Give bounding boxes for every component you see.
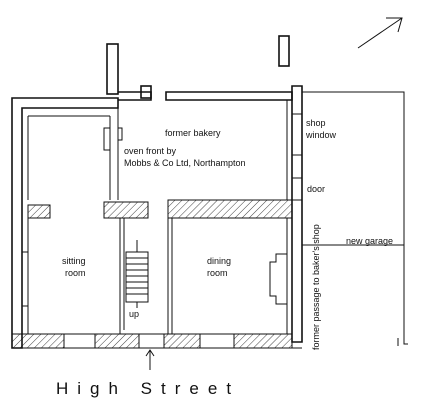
hatched-walls xyxy=(11,199,293,349)
oven-front-label-line1: oven front by xyxy=(124,146,177,156)
sitting-room-label-line1: sitting xyxy=(62,256,86,266)
inner-walls xyxy=(22,108,287,334)
shop-window-label-line2: window xyxy=(305,130,337,140)
former-bakery-label: former bakery xyxy=(165,128,221,138)
stairs-up-label: up xyxy=(129,309,139,319)
garage-outline xyxy=(302,91,408,346)
dining-room-label-line1: dining xyxy=(207,256,231,266)
shop-window-label-line1: shop xyxy=(306,118,326,128)
dining-room-label-line2: room xyxy=(207,268,228,278)
sitting-room-label-line2: room xyxy=(65,268,86,278)
former-passage-label: former passage to baker's shop xyxy=(311,224,321,350)
north-arrow-icon xyxy=(357,17,403,49)
entrance-arrow-icon xyxy=(145,349,155,370)
street-name-label: High Street xyxy=(56,379,240,398)
rear-wall-stubs xyxy=(106,35,290,99)
oven-front-label-line2: Mobbs & Co Ltd, Northampton xyxy=(124,158,246,168)
new-garage-label: new garage xyxy=(346,236,393,246)
staircase xyxy=(125,240,149,308)
door-label: door xyxy=(307,184,325,194)
